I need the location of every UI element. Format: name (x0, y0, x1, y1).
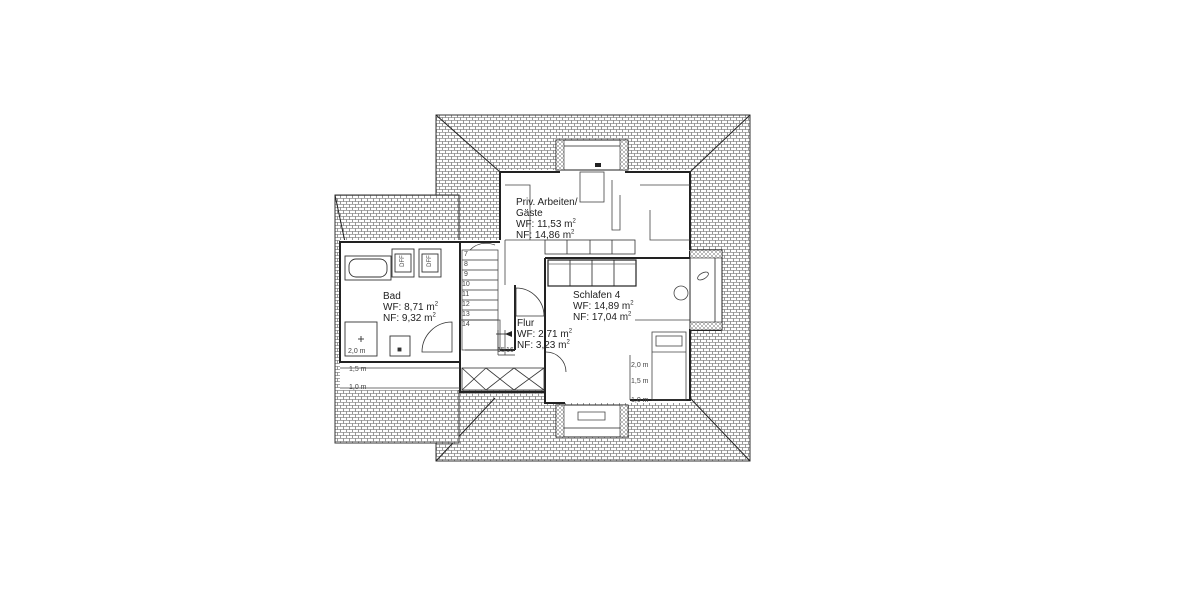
height-mark-left-2: 2,0 m (348, 348, 366, 355)
wardrobe (547, 259, 637, 287)
height-mark-left-15: 1,5 m (349, 366, 367, 373)
dormer-top (555, 139, 629, 203)
stair-number: 11 (462, 291, 470, 298)
room-bad-name: Bad (383, 291, 401, 302)
room-arbeiten-nf: NF: 14,86 m2 (516, 229, 575, 241)
stair-number: 15 (497, 347, 505, 354)
stair-number: 16 (506, 347, 514, 354)
room-label-schlafen: Schlafen 4 WF: 14,89 m2 NF: 17,04 m2 (573, 290, 634, 323)
height-mark-right-15: 1,5 m (631, 378, 649, 385)
room-schlafen-name: Schlafen 4 (573, 290, 621, 301)
shower (344, 321, 378, 357)
bathtub (344, 255, 392, 281)
stair-number: 12 (462, 301, 470, 308)
sink-label: DFF (399, 255, 406, 267)
door-schlafen (515, 287, 545, 317)
stair-number: 9 (464, 271, 468, 278)
room-flur-name: Flur (517, 318, 535, 329)
toilet (389, 335, 411, 357)
room-arbeiten-name-2: Gäste (516, 208, 543, 219)
room-label-arbeiten: Priv. Arbeiten/ Gäste WF: 11,53 m2 NF: 1… (516, 197, 578, 241)
stair-number: 10 (462, 281, 470, 288)
room-label-bad: Bad WF: 8,71 m2 NF: 9,32 m2 (383, 291, 438, 324)
stair-number: 7 (464, 251, 468, 258)
height-mark-right-2: 2,0 m (631, 362, 649, 369)
room-bad-wf: WF: 8,71 m2 (383, 301, 439, 313)
sinks (391, 248, 442, 278)
room-arbeiten-name-1: Priv. Arbeiten/ (516, 197, 578, 208)
room-label-flur: Flur WF: 2,71 m2 NF: 3,23 m2 (517, 318, 572, 351)
interior-lines (340, 180, 690, 400)
stair-railing-box (461, 367, 545, 391)
room-flur-wf: WF: 2,71 m2 (517, 328, 573, 340)
flur-arrow (496, 331, 512, 337)
room-schlafen-wf: WF: 14,89 m2 (573, 300, 634, 312)
door-bottom (545, 351, 567, 373)
door-bad (421, 321, 453, 353)
stair-number: 14 (462, 321, 470, 328)
sink-label: DFF (426, 255, 433, 267)
dormer-bottom (555, 404, 629, 438)
height-mark-right-1: 1,0 m (631, 397, 649, 404)
dormer-right (673, 249, 723, 331)
room-flur-nf: NF: 3,23 m2 (517, 339, 570, 351)
room-bad-nf: NF: 9,32 m2 (383, 312, 436, 324)
cabinet-upper (544, 239, 636, 255)
room-schlafen-nf: NF: 17,04 m2 (573, 311, 632, 323)
room-arbeiten-wf: WF: 11,53 m2 (516, 218, 576, 230)
staircase (461, 243, 515, 356)
stair-number: 13 (462, 311, 470, 318)
bed (651, 331, 687, 401)
stair-number: 8 (464, 261, 468, 268)
height-mark-left-1: 1,0 m (349, 384, 367, 391)
